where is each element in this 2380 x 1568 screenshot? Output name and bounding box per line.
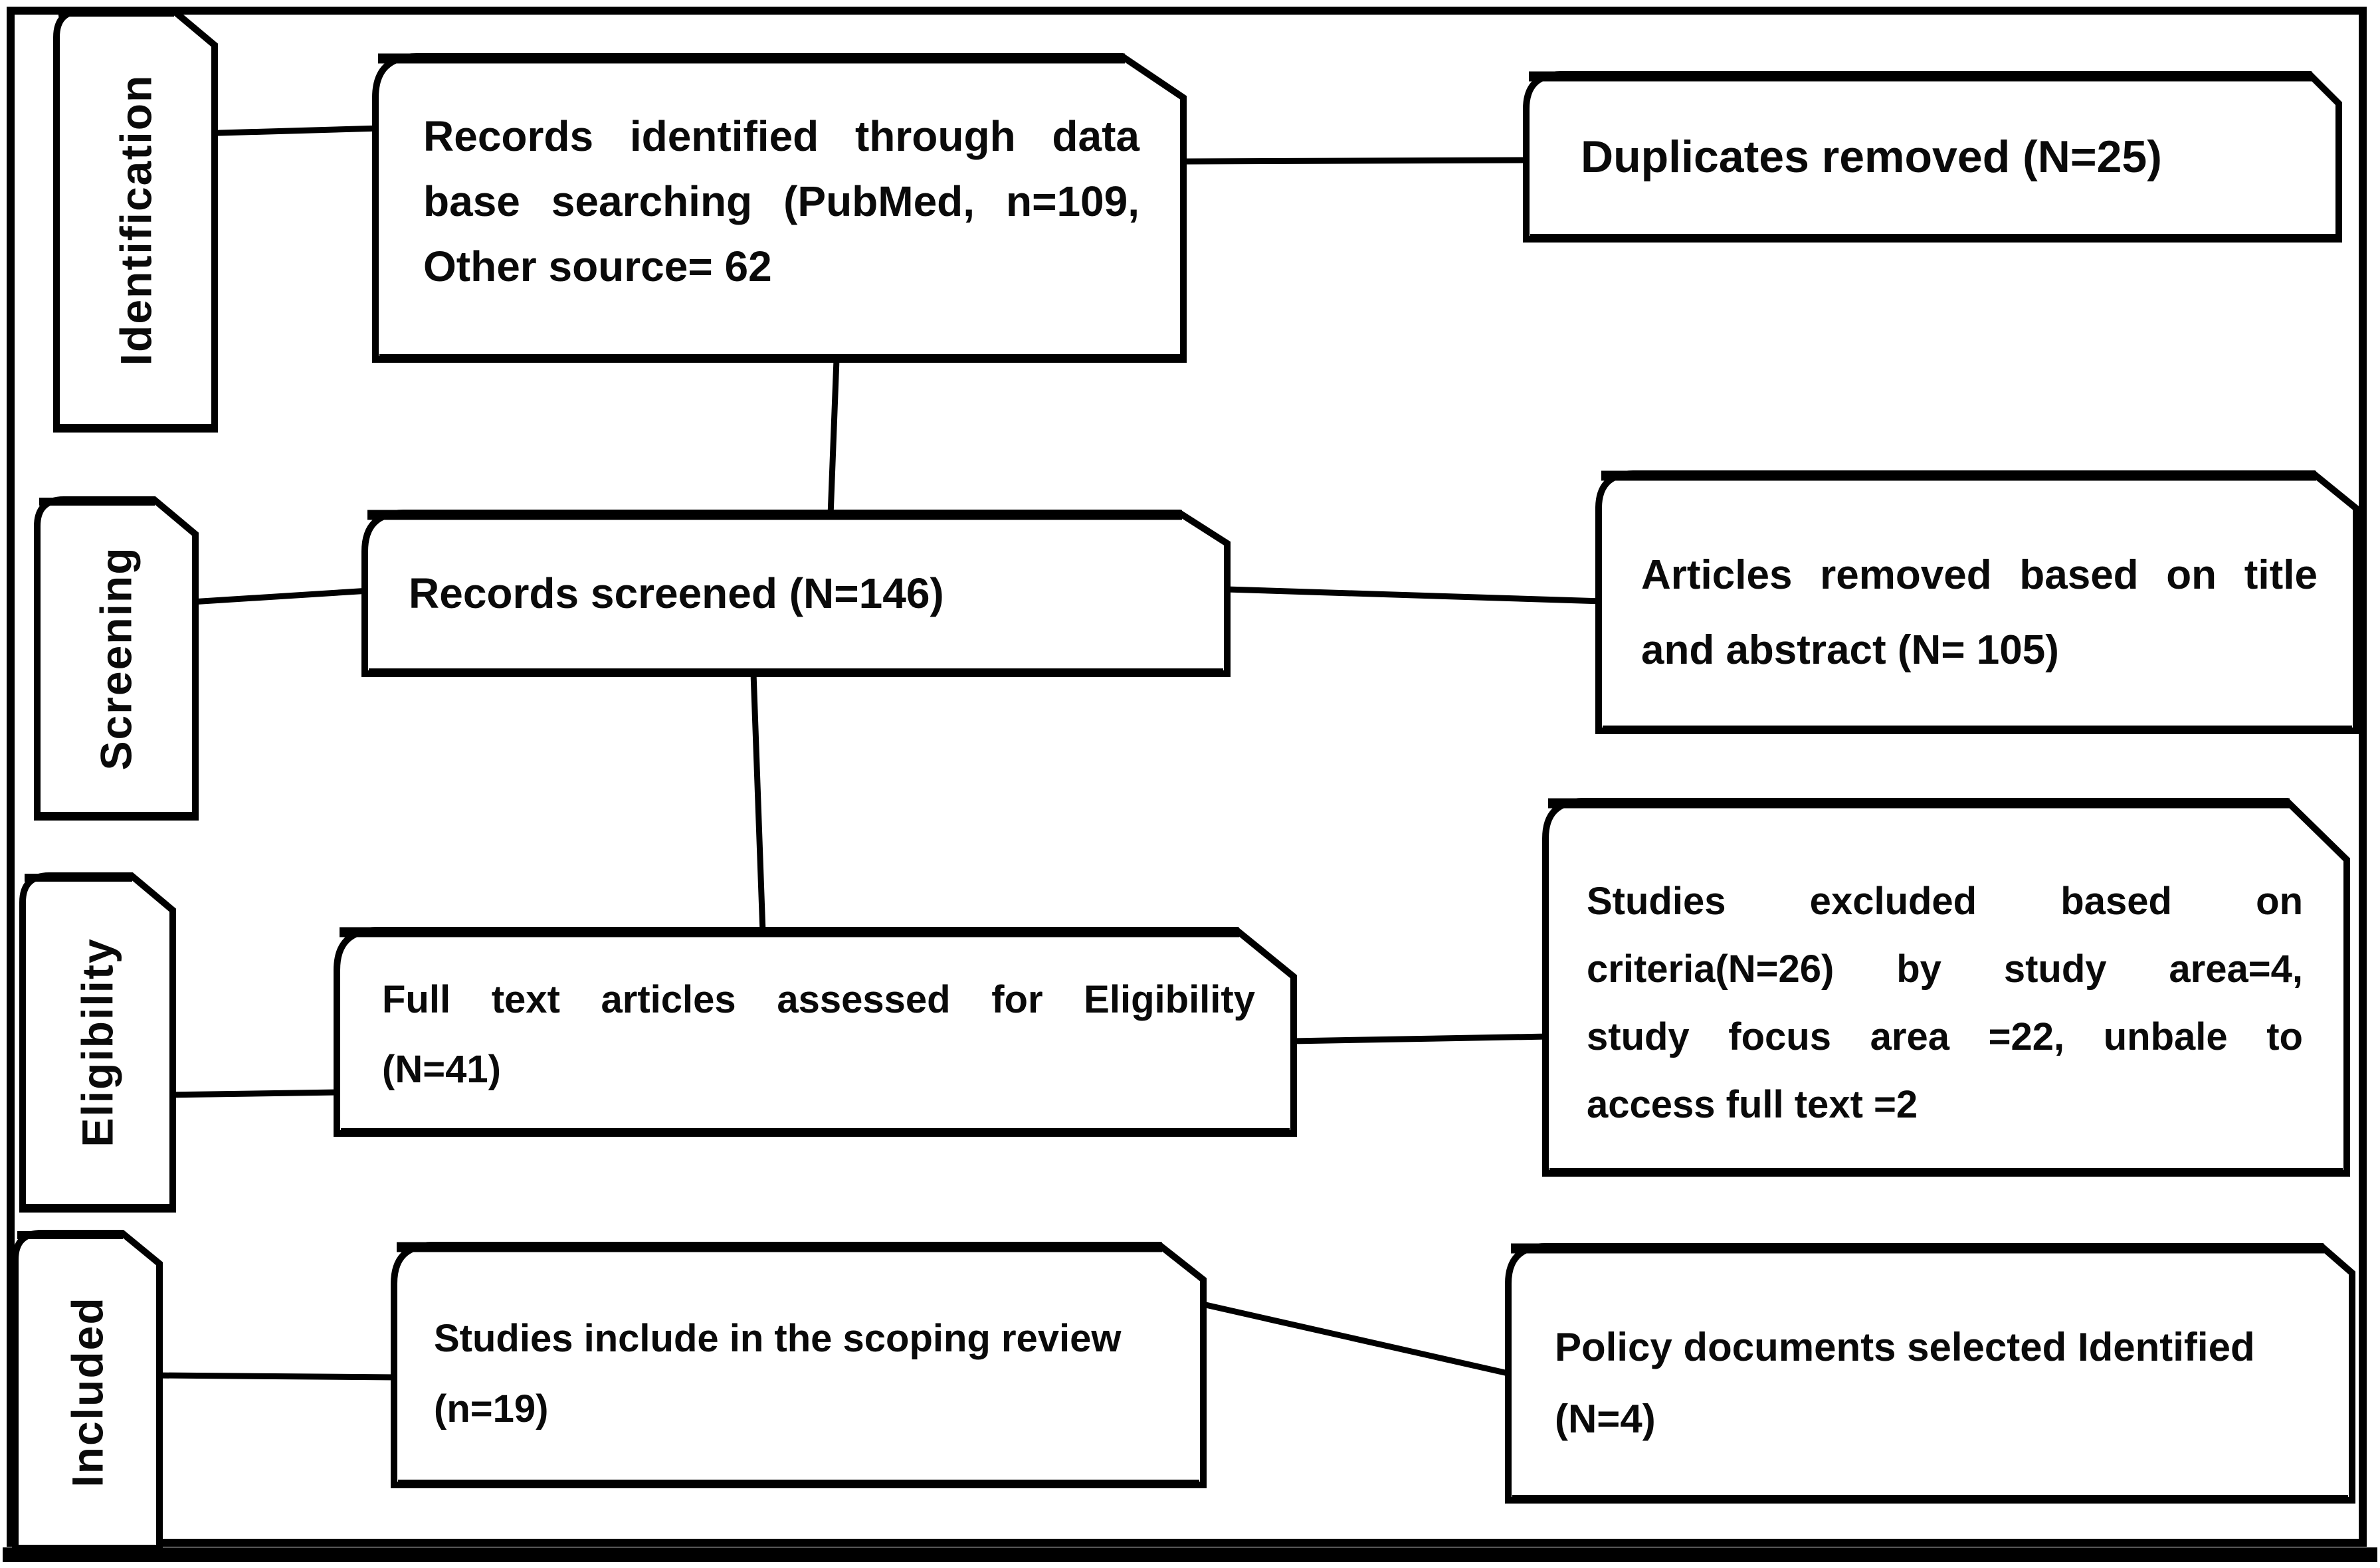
stage-label-included: Included — [15, 1233, 159, 1550]
stage-label-screening-text: Screening — [92, 546, 142, 771]
studies-excluded-line-2: criteria(N=26) by study area=4, — [1587, 947, 2303, 991]
records-screened-box: Records screened (N=146) — [365, 513, 1227, 674]
studies-included-line-1: Studies include in the scoping review — [434, 1317, 1122, 1360]
studies-excluded-box: Studies excluded based on criteria(N=26)… — [1545, 801, 2347, 1173]
stage-label-eligibility: Eligibility — [23, 876, 173, 1209]
connector-records-screened-to-full-text — [750, 672, 766, 933]
connector-lines — [153, 125, 1603, 1381]
policy-documents-line-2: (N=4) — [1555, 1397, 1656, 1441]
stage-label-included-text: Included — [62, 1296, 112, 1488]
connector-full-text-to-studies-excluded — [1292, 1033, 1549, 1044]
connector-included-to-studies-included — [153, 1372, 398, 1381]
stage-label-eligibility-text: Eligibility — [73, 937, 123, 1147]
duplicates-removed-line-1: Duplicates removed (N=25) — [1581, 132, 2162, 182]
connector-records-identified-to-records-screened — [827, 359, 840, 516]
studies-excluded-line-1: Studies excluded based on — [1587, 880, 2303, 923]
policy-documents-line-1: Policy documents selected Identified — [1555, 1325, 2255, 1369]
full-text-assessed-box: Full text articles assessed for Eligibil… — [337, 930, 1294, 1133]
full-text-assessed-line-2: (N=41) — [382, 1048, 501, 1091]
connector-records-identified-to-duplicates-removed — [1183, 157, 1530, 165]
records-identified-box: Records identified through data base sea… — [375, 56, 1183, 359]
edge-accents — [17, 9, 2352, 1553]
records-identified-line-2: base searching (PubMed, n=109, — [423, 177, 1140, 225]
articles-removed-line-1: Articles removed based on title — [1641, 552, 2318, 598]
connector-screening-to-records-screened — [191, 587, 370, 605]
connector-identification-to-records-identified — [197, 125, 381, 137]
connector-eligibility-to-full-text — [164, 1089, 341, 1098]
records-identified-line-1: Records identified through data — [423, 112, 1140, 160]
connector-records-screened-to-articles-removed — [1226, 586, 1603, 605]
records-identified-line-3: Other source= 62 — [423, 243, 772, 290]
studies-included-box: Studies include in the scoping review (n… — [394, 1245, 1203, 1485]
records-screened-line-1: Records screened (N=146) — [409, 569, 944, 617]
studies-excluded-line-3: study focus area =22, unbale to — [1587, 1015, 2303, 1058]
connector-studies-included-to-policy-documents — [1193, 1299, 1512, 1377]
outer-frame — [7, 7, 2367, 1547]
stage-label-identification-text: Identification — [111, 74, 161, 366]
studies-excluded-line-4: access full text =2 — [1587, 1083, 1918, 1126]
stage-label-identification: Identification — [56, 11, 215, 429]
duplicates-removed-box: Duplicates removed (N=25) — [1526, 74, 2339, 239]
full-text-assessed-line-1: Full text articles assessed for Eligibil… — [382, 978, 1255, 1021]
stage-label-screening: Screening — [37, 500, 195, 817]
policy-documents-box: Policy documents selected Identified (N=… — [1508, 1246, 2352, 1500]
articles-removed-box: Articles removed based on title and abst… — [1599, 474, 2356, 731]
studies-included-line-2: (n=19) — [434, 1387, 549, 1430]
articles-removed-line-2: and abstract (N= 105) — [1641, 627, 2059, 673]
